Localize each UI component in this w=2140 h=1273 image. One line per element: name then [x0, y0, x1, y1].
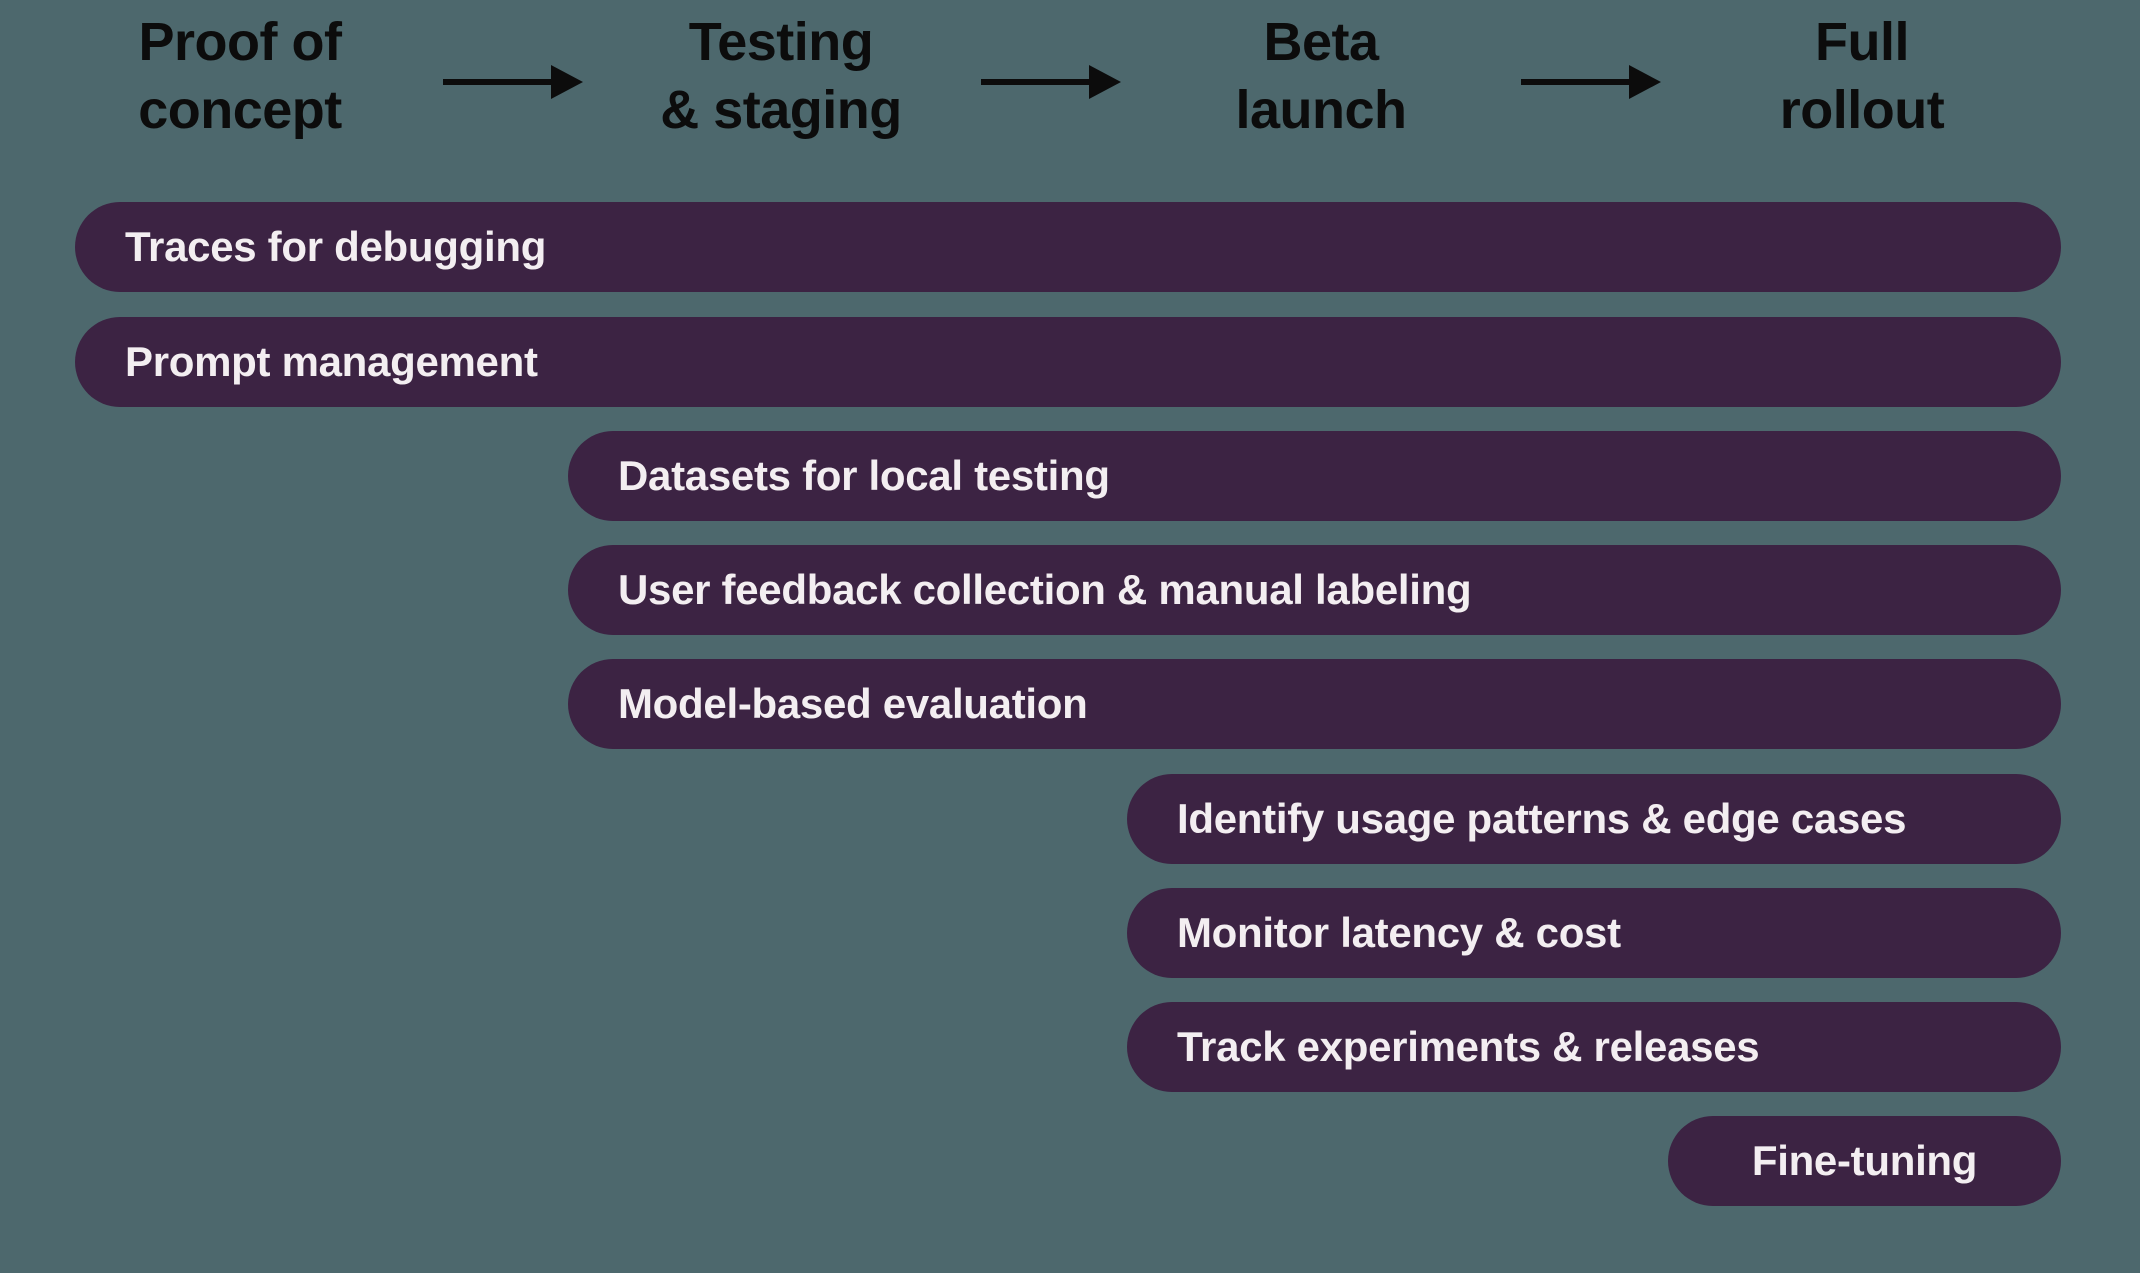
arrow-head — [551, 65, 583, 99]
phase-header-testing-staging: Testing & staging — [660, 12, 902, 140]
right-arrow-icon — [981, 65, 1121, 99]
arrow-head — [1629, 65, 1661, 99]
arrow-shaft — [443, 79, 559, 85]
bar-fine-tuning: Fine-tuning — [1668, 1116, 2061, 1206]
phase-header-beta-launch: Beta launch — [1235, 12, 1407, 140]
bar-track-experiments-releases: Track experiments & releases — [1127, 1002, 2061, 1092]
bar-monitor-latency-cost: Monitor latency & cost — [1127, 888, 2061, 978]
bar-datasets-for-local-testing: Datasets for local testing — [568, 431, 2061, 521]
phase-header-full-rollout: Full rollout — [1779, 12, 1945, 140]
bar-user-feedback-collection-manual-labeling: User feedback collection & manual labeli… — [568, 545, 2061, 635]
bar-identify-usage-patterns-edge-cases: Identify usage patterns & edge cases — [1127, 774, 2061, 864]
bar-model-based-evaluation: Model-based evaluation — [568, 659, 2061, 749]
arrow-shaft — [1521, 79, 1637, 85]
arrow-head — [1089, 65, 1121, 99]
bar-traces-for-debugging: Traces for debugging — [75, 202, 2061, 292]
arrow-shaft — [981, 79, 1097, 85]
bar-prompt-management: Prompt management — [75, 317, 2061, 407]
right-arrow-icon — [1521, 65, 1661, 99]
right-arrow-icon — [443, 65, 583, 99]
phase-header-proof-of-concept: Proof of concept — [138, 12, 342, 140]
